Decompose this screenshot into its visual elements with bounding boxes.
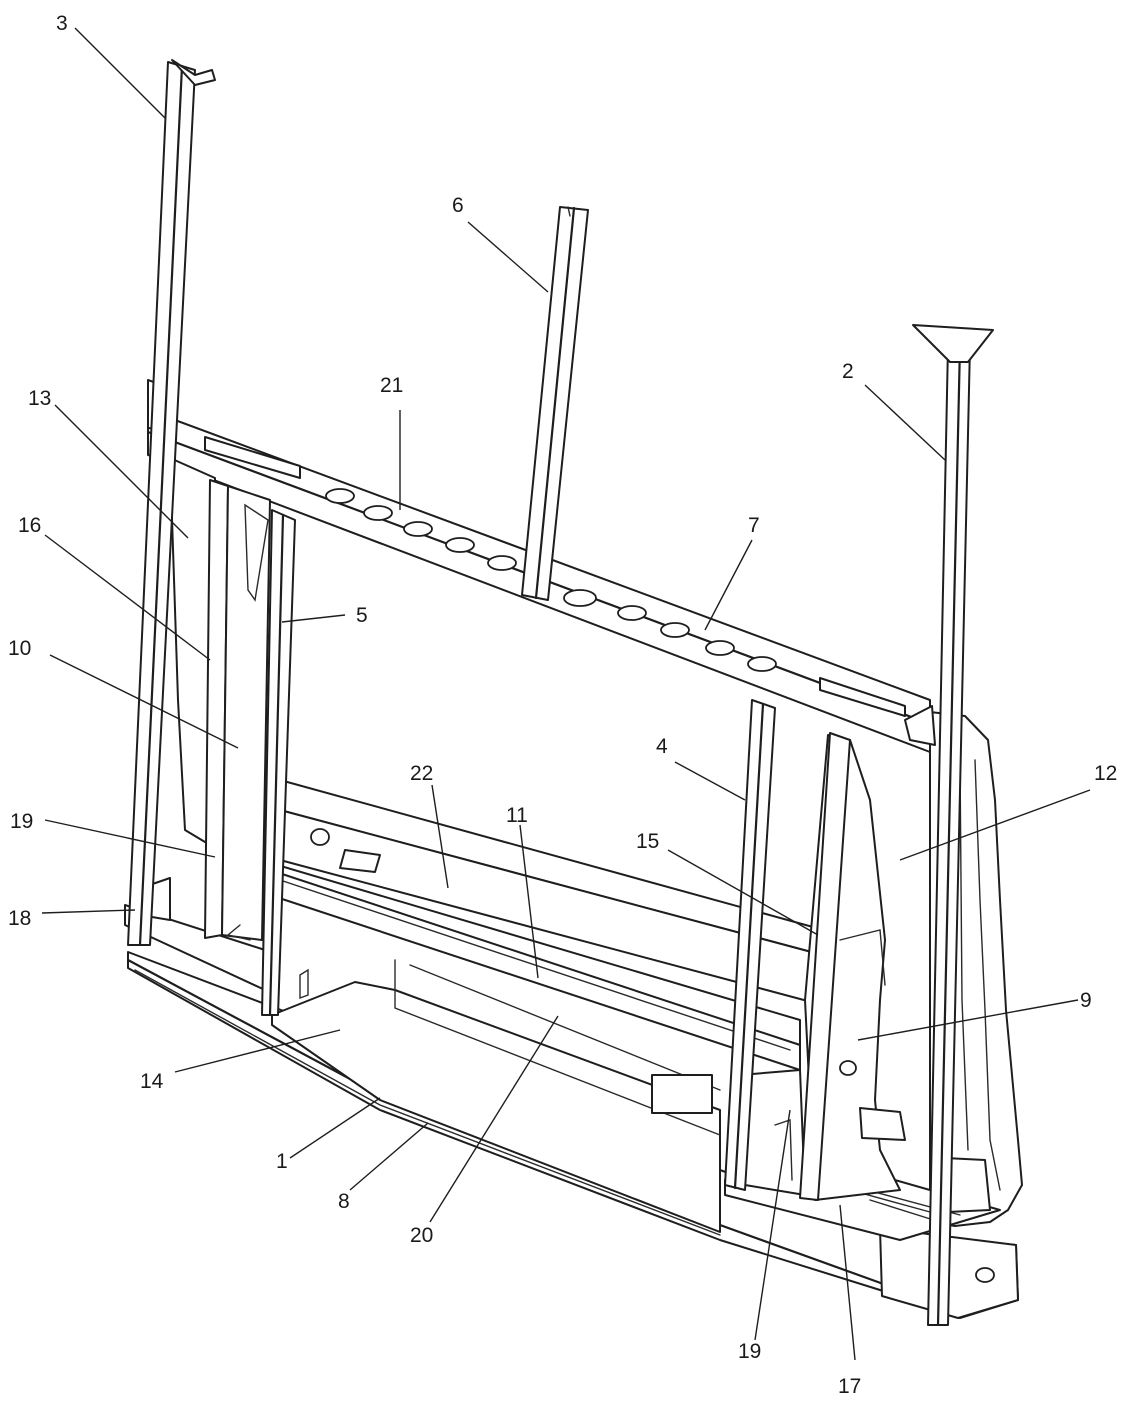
callout-9: 9 <box>1080 989 1092 1012</box>
callout-1: 1 <box>276 1150 288 1173</box>
callout-10: 10 <box>8 637 31 660</box>
callout-17: 17 <box>838 1375 861 1398</box>
callout-12: 12 <box>1094 762 1117 785</box>
floor-bracket <box>651 1074 713 1114</box>
callout-2: 2 <box>842 360 854 383</box>
pillar-5 <box>261 509 296 1016</box>
inner-panel-hole <box>839 1060 857 1076</box>
leader-lines <box>41 27 1091 1361</box>
pillar-3-cap <box>171 59 216 86</box>
right-step-bracket <box>859 1107 906 1141</box>
callout-20: 20 <box>410 1224 433 1247</box>
callout-15: 15 <box>636 830 659 853</box>
left-inner-panel-13 <box>169 457 216 846</box>
callout-3: 3 <box>56 12 68 35</box>
callout-22: 22 <box>410 762 433 785</box>
callout-21: 21 <box>380 374 403 397</box>
rail-bracket <box>339 849 381 873</box>
callout-18: 18 <box>8 907 31 930</box>
left-inner-panel-10 <box>221 485 271 941</box>
callout-13: 13 <box>28 387 51 410</box>
callout-19-left: 19 <box>10 810 33 833</box>
callout-7: 7 <box>748 514 760 537</box>
callout-11: 11 <box>506 804 528 827</box>
top-rail-right-gusset <box>904 705 936 746</box>
callout-16: 16 <box>18 514 41 537</box>
callout-8: 8 <box>338 1190 350 1213</box>
floor-panel <box>271 981 721 1233</box>
top-rail-holes <box>325 488 777 672</box>
top-rail-left-slot <box>204 436 301 479</box>
callout-19-right: 19 <box>738 1340 761 1363</box>
callout-4: 4 <box>656 735 668 758</box>
top-rail-right-slot <box>819 677 906 717</box>
sill-hole <box>975 1267 995 1283</box>
callout-14: 14 <box>140 1070 164 1093</box>
pillar-2-cap <box>912 324 994 363</box>
pillar-15 <box>799 732 851 1201</box>
callout-labels: 3 6 2 21 13 16 7 5 10 4 22 12 11 19 15 1… <box>8 12 1117 1398</box>
rail-hole <box>310 828 330 846</box>
callout-5: 5 <box>356 604 368 627</box>
callout-6: 6 <box>452 194 464 217</box>
